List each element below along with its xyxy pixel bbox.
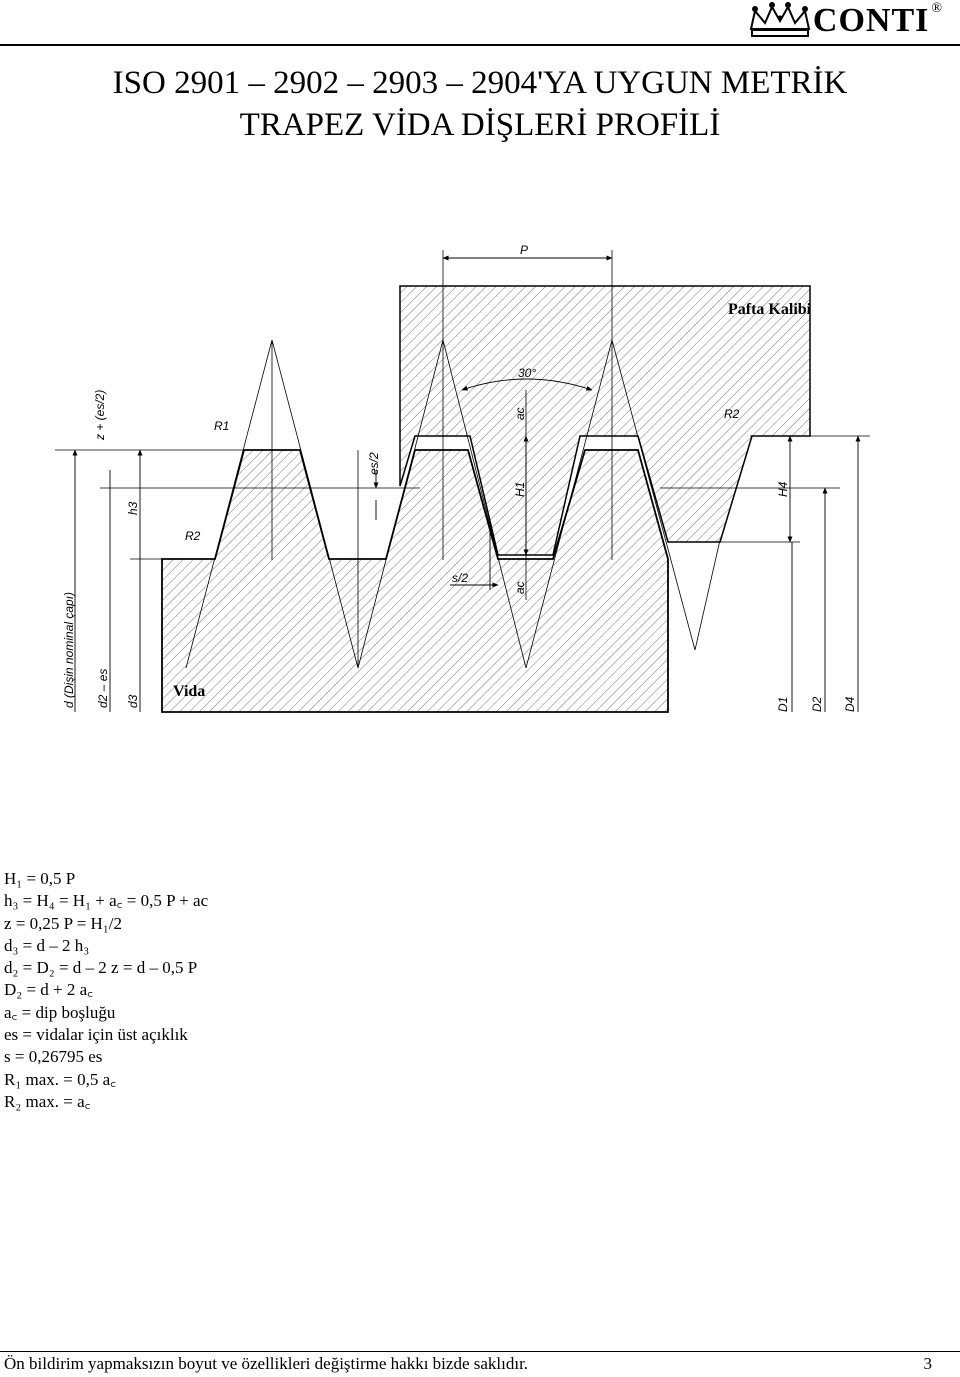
page-title: ISO 2901 – 2902 – 2903 – 2904'YA UYGUN M… — [0, 62, 960, 146]
footer-rule — [0, 1351, 960, 1352]
h3-label: h3 — [126, 501, 140, 515]
screw-profile — [161, 449, 669, 713]
h1-label: H1 — [513, 482, 527, 497]
z-es-label: z + (es/2) — [93, 390, 107, 441]
r2-label: R2 — [185, 529, 201, 543]
title-line-1: ISO 2901 – 2902 – 2903 – 2904'YA UYGUN M… — [112, 65, 848, 101]
d-nominal-label: d (Dişin nominal çapı) — [62, 592, 76, 708]
d3-label: d3 — [126, 694, 140, 708]
r2-nut-label: R2 — [724, 407, 740, 421]
footer-notice: Ön bildirim yapmaksızın boyut ve özellik… — [4, 1354, 529, 1373]
formula-line: es = vidalar için üst açıklık — [4, 1025, 188, 1045]
header-rule — [0, 44, 960, 46]
ac-bottom-label: ac — [513, 581, 527, 594]
D2-label: D2 — [810, 696, 824, 712]
formula-line: z = 0,25 P = H₁/2 — [4, 913, 122, 933]
formula-line: s = 0,26795 es — [4, 1047, 103, 1067]
screw-label: Vida — [173, 683, 205, 700]
formula-line: D₂ = d + 2 a꜀ — [4, 980, 94, 1000]
formula-line: d₃ = d – 2 h₃ — [4, 935, 90, 955]
formula-line: h₃ = H₄ = H₁ + a꜀ = 0,5 P + ac — [4, 891, 209, 911]
formula-line: H₁ = 0,5 P — [4, 869, 76, 888]
angle-label: 30° — [518, 366, 536, 380]
formula-line: R₂ max. = a꜀ — [4, 1091, 91, 1111]
formula-line: d₂ = D₂ = d – 2 z = d – 0,5 P — [4, 958, 198, 978]
title-line-2: TRAPEZ VİDA DİŞLERİ PROFİLİ — [239, 107, 721, 143]
r1-label: R1 — [214, 419, 229, 433]
thread-profile-drawing: P 30° Pafta Kalibi Vida R1 R2 R2 s/2 z +… — [55, 243, 870, 713]
crown-icon — [749, 2, 811, 37]
ac-top-label: ac — [513, 407, 527, 420]
D4-label: D4 — [843, 696, 857, 712]
registered-mark: ® — [931, 1, 942, 16]
page-number: 3 — [923, 1354, 933, 1373]
formula-line: a꜀ = dip boşluğu — [4, 1002, 116, 1022]
es-half-label: es/2 — [367, 452, 381, 475]
brand-name: CONTI — [812, 2, 930, 39]
pitch-label: P — [520, 243, 528, 257]
D1-label: D1 — [776, 697, 790, 712]
brand-logo: CONTI ® — [747, 0, 942, 42]
formula-list: H₁ = 0,5 P h₃ = H₄ = H₁ + a꜀ = 0,5 P + a… — [4, 868, 208, 1113]
s-half-label: s/2 — [452, 571, 468, 585]
d2-es-label: d2 – es — [96, 669, 110, 708]
formula-line: R₁ max. = 0,5 a꜀ — [4, 1069, 117, 1089]
nut-label: Pafta Kalibi — [728, 301, 812, 318]
h4-label: H4 — [776, 481, 790, 497]
